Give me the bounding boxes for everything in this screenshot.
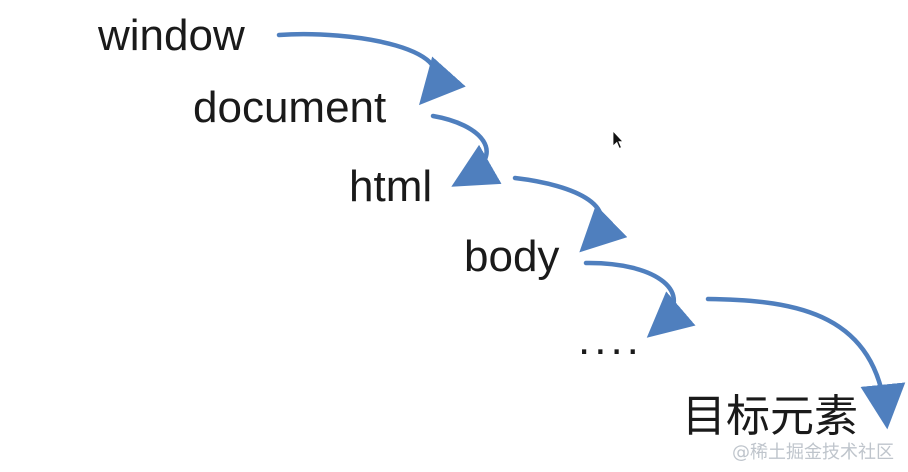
node-ellipsis: .... [578,315,643,364]
arrow-document-to-html [430,113,502,187]
mouse-pointer-icon [612,130,624,149]
watermark: @稀土掘金技术社区 [732,442,894,463]
node-target-element: 目标元素 [682,391,858,442]
node-html: html [349,162,433,211]
node-body: body [464,232,560,281]
node-window: window [98,11,245,60]
node-document: document [193,83,387,132]
